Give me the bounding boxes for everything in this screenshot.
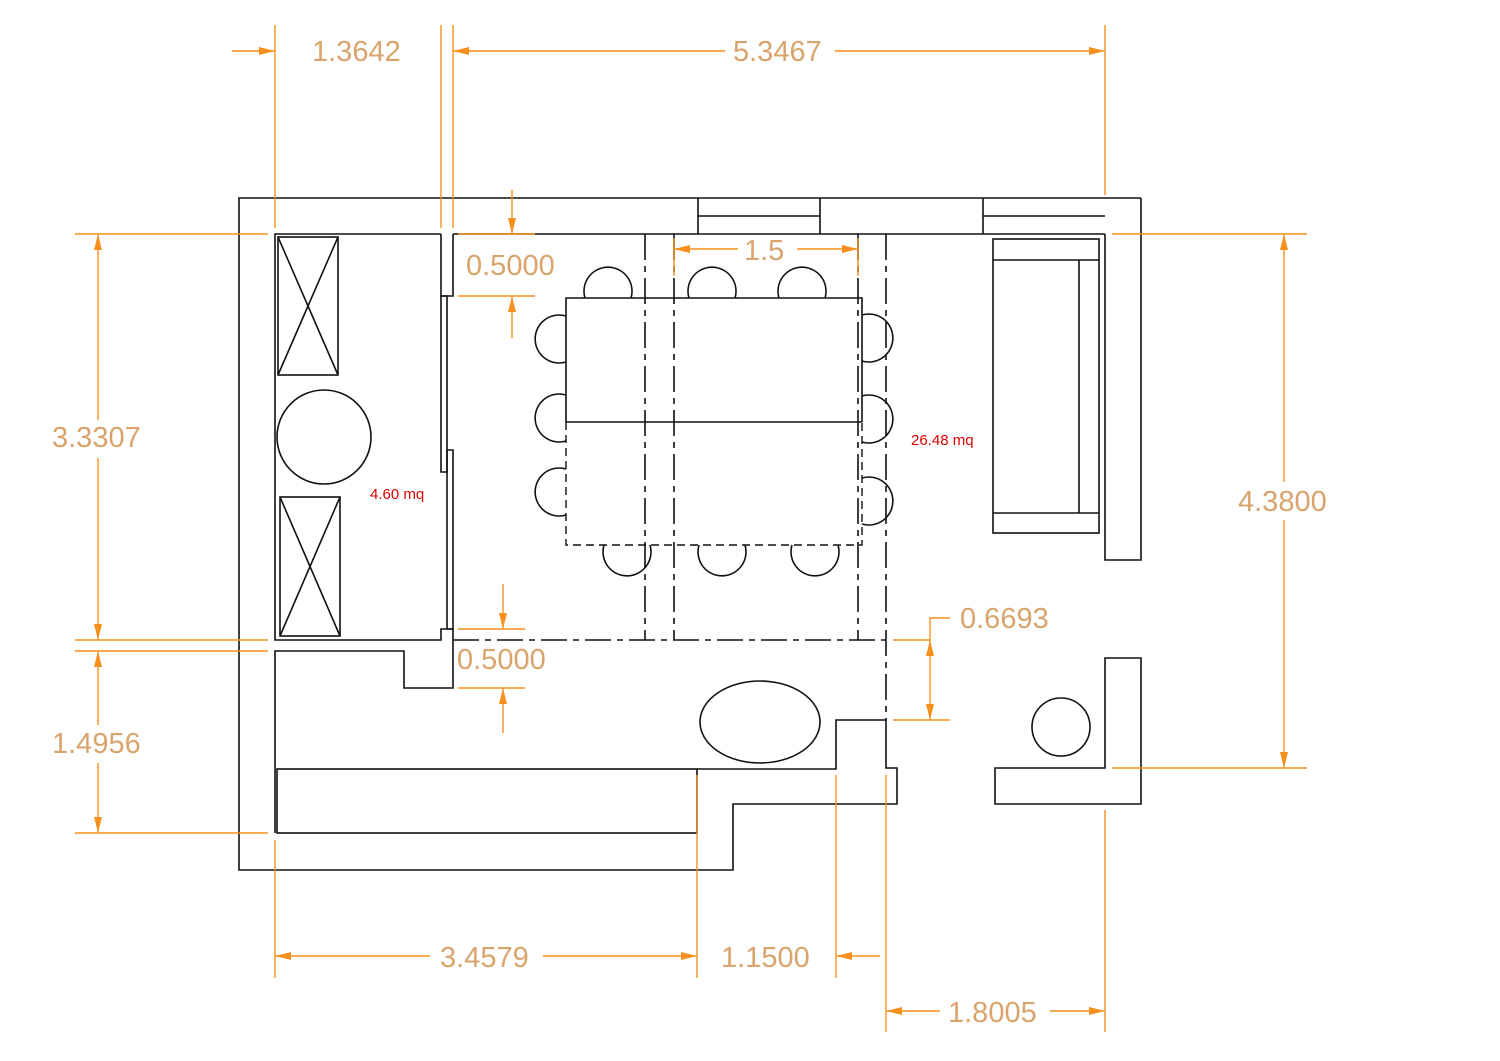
chair — [861, 394, 894, 444]
chair — [790, 544, 840, 577]
chair — [534, 393, 567, 443]
dimension-lines — [75, 25, 1307, 1032]
chair — [697, 544, 747, 577]
kitchen-unit-top — [277, 236, 339, 376]
armchair — [1031, 697, 1091, 757]
chair — [687, 266, 737, 299]
kitchen-round-table — [276, 389, 372, 485]
sofa — [992, 238, 1100, 534]
kitchen-area-label: 4.60 mq — [370, 486, 424, 503]
chair — [534, 467, 567, 517]
dim-bottom-bath: 3.4579 — [440, 942, 529, 974]
chair — [861, 476, 894, 526]
walls — [238, 197, 1142, 871]
dim-step-height: 0.6693 — [960, 603, 1049, 635]
dim-clearance-top: 0.5000 — [466, 250, 555, 282]
chair — [534, 314, 567, 364]
dim-right-height: 4.3800 — [1238, 486, 1327, 518]
dim-clearance-bottom: 0.5000 — [457, 644, 546, 676]
dining-table — [565, 297, 863, 546]
kitchen-unit-bottom — [279, 496, 341, 637]
chairs — [534, 266, 894, 577]
dim-bottom-middle: 1.1500 — [721, 942, 810, 974]
dim-top-right: 5.3467 — [733, 36, 822, 68]
dim-top-left: 1.3642 — [312, 36, 401, 68]
chair — [583, 266, 633, 299]
dim-left-upper: 3.3307 — [52, 422, 141, 454]
chair — [861, 313, 894, 363]
dim-table-width: 1.5 — [744, 235, 784, 267]
living-area-label: 26.48 mq — [911, 432, 974, 449]
bathtub — [276, 768, 698, 834]
window-1 — [697, 198, 821, 234]
chair — [602, 544, 652, 577]
chair — [777, 266, 827, 299]
window-2 — [982, 198, 1105, 234]
sink-oval — [699, 680, 821, 764]
dim-bottom-right: 1.8005 — [948, 997, 1037, 1029]
dim-left-lower: 1.4956 — [52, 728, 141, 760]
